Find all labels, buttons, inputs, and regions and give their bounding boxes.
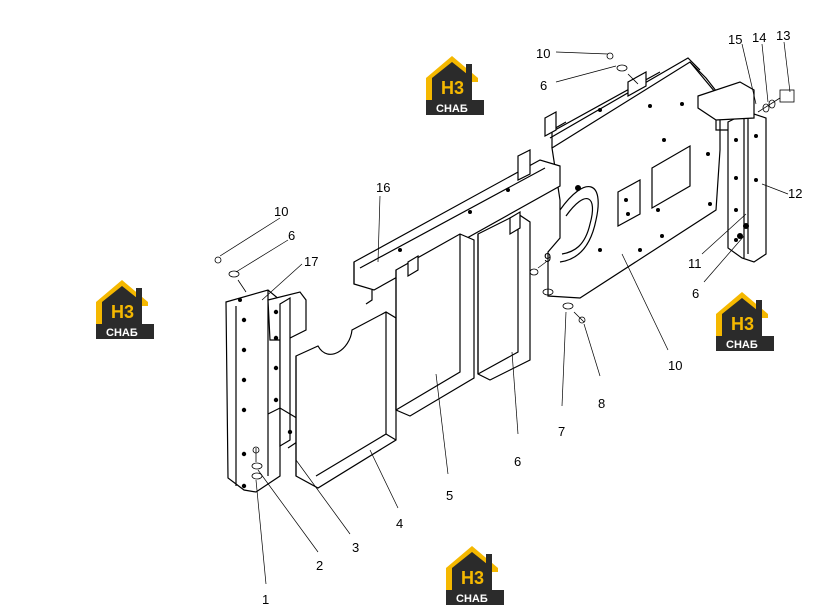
svg-text:СНАБ: СНАБ [106, 327, 138, 339]
callout-10-left: 10 [274, 204, 288, 219]
callout-5: 5 [446, 488, 453, 503]
leader-lines [219, 41, 791, 585]
callout-6-left: 6 [288, 228, 295, 243]
callout-13: 13 [776, 28, 790, 43]
callout-4: 4 [396, 516, 403, 531]
callout-17: 17 [304, 254, 318, 269]
svg-text:H3: H3 [441, 78, 464, 98]
svg-text:СНАБ: СНАБ [436, 103, 468, 115]
callout-10-plate: 10 [668, 358, 682, 373]
callout-11: 11 [688, 256, 702, 271]
callout-6-pad: 6 [514, 454, 521, 469]
left-side-panel-17 [225, 289, 307, 493]
fasteners [214, 52, 795, 480]
callout-1: 1 [262, 592, 269, 607]
callout-16: 16 [376, 180, 390, 195]
callout-14: 14 [752, 30, 766, 45]
svg-text:СНАБ: СНАБ [456, 593, 488, 605]
top-rail-16 [353, 149, 561, 305]
callout-9: 9 [544, 250, 551, 265]
callout-6-right: 6 [692, 286, 699, 301]
callout-numbers: 10 6 15 14 13 12 11 6 10 9 7 8 6 5 4 3 2… [262, 28, 802, 607]
callout-8: 8 [598, 396, 605, 411]
callout-12: 12 [788, 186, 802, 201]
svg-text:H3: H3 [111, 302, 134, 322]
watermark-logo: H3 СНАБ [426, 56, 484, 115]
watermark-logo: H3 СНАБ [96, 280, 154, 339]
callout-15: 15 [728, 32, 742, 47]
callout-3: 3 [352, 540, 359, 555]
callout-6-top: 6 [540, 78, 547, 93]
callout-2: 2 [316, 558, 323, 573]
watermark-logo: H3 СНАБ [446, 546, 504, 605]
svg-text:H3: H3 [731, 314, 754, 334]
svg-text:СНАБ: СНАБ [726, 339, 758, 351]
rear-mounting-plate [544, 57, 721, 299]
insulation-pad-4 [295, 311, 397, 489]
svg-text:H3: H3 [461, 568, 484, 588]
insulation-pad-5 [395, 233, 475, 417]
insulation-pad-6 [477, 210, 531, 381]
right-side-panel-12 [697, 81, 767, 263]
callout-7: 7 [558, 424, 565, 439]
callout-10-top: 10 [536, 46, 550, 61]
watermark-logo: H3 СНАБ [716, 292, 774, 351]
